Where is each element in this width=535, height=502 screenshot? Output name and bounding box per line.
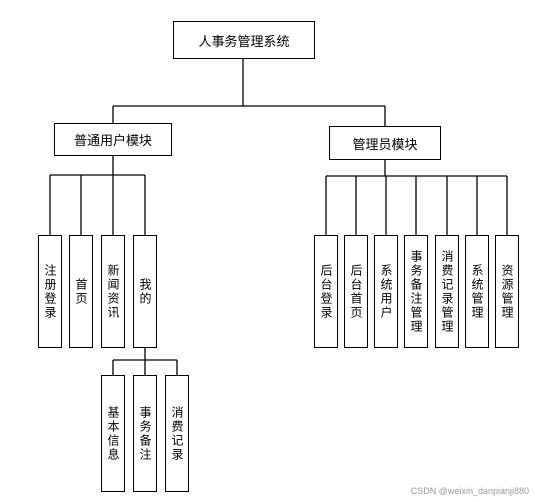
root-node: 人事务管理系统 bbox=[173, 21, 315, 59]
watermark: CSDN @weixin_danpianji880 bbox=[410, 486, 529, 496]
user-child-register-login: 注册登录 bbox=[38, 235, 62, 348]
admin-child-backend-home: 后台首页 bbox=[344, 235, 368, 348]
user-child-mine: 我的 bbox=[133, 235, 157, 348]
user-child-home: 首页 bbox=[69, 235, 93, 348]
admin-child-consumption-mgmt: 消费记录管理 bbox=[435, 235, 459, 348]
admin-child-affair-notes-mgmt: 事务备注管理 bbox=[404, 235, 428, 348]
admin-child-resource-mgmt: 资源管理 bbox=[495, 235, 519, 348]
admin-child-backend-login: 后台登录 bbox=[314, 235, 338, 348]
admin-module-node: 管理员模块 bbox=[329, 126, 441, 160]
user-module-node: 普通用户模块 bbox=[54, 123, 172, 156]
mine-child-affair-notes: 事务备注 bbox=[133, 375, 157, 492]
admin-child-system-mgmt: 系统管理 bbox=[465, 235, 489, 348]
mine-child-basic-info: 基本信息 bbox=[101, 375, 125, 492]
mine-child-consumption-records: 消费记录 bbox=[165, 375, 189, 492]
admin-child-system-users: 系统用户 bbox=[374, 235, 398, 348]
user-child-news: 新闻资讯 bbox=[101, 235, 125, 348]
